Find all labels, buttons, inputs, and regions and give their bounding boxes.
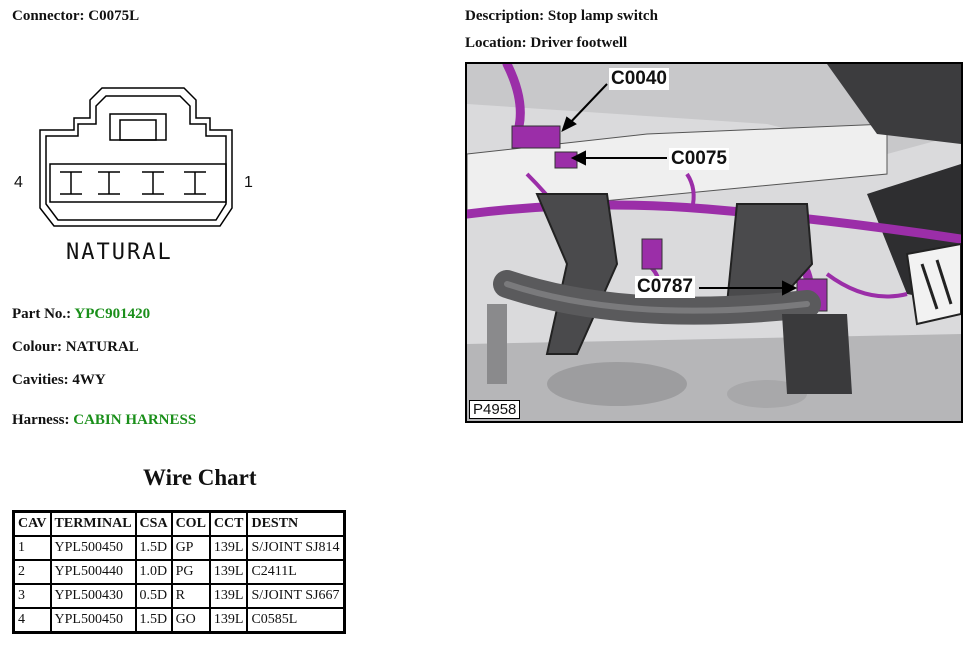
cell-terminal: YPL500430: [49, 583, 137, 609]
connector-diagram: 4 1 NATURAL: [12, 80, 253, 280]
callout-c0040: C0040: [609, 68, 669, 90]
description-value: Stop lamp switch: [547, 8, 658, 24]
cell-terminal: YPL500450: [49, 607, 137, 634]
cell-csa: 1.5D: [134, 535, 173, 561]
cell-destn: S/JOINT SJ814: [246, 535, 346, 561]
table-row: 2 YPL500440 1.0D PG 139L C2411L: [12, 559, 346, 585]
harness-field: Harness: CABIN HARNESS: [12, 412, 196, 429]
table-row: 1 YPL500450 1.5D GP 139L S/JOINT SJ814: [12, 535, 346, 561]
connector-label: Connector:: [12, 8, 85, 24]
header-cav: CAV: [12, 510, 52, 537]
connector-field: Connector: C0075L: [12, 8, 139, 25]
cell-cav: 4: [12, 607, 52, 634]
cavities-label: Cavities:: [12, 372, 69, 388]
photo-reference: P4958: [469, 400, 521, 419]
cell-cct: 139L: [208, 583, 249, 609]
cavities-field: Cavities: 4WY: [12, 372, 106, 389]
description-label: Description:: [465, 8, 545, 24]
cell-col: GO: [170, 607, 211, 634]
wire-chart-header-row: CAV TERMINAL CSA COL CCT DESTN: [12, 510, 346, 537]
colour-value: NATURAL: [65, 339, 139, 355]
cell-destn: S/JOINT SJ667: [246, 583, 346, 609]
footwell-illustration: [467, 64, 961, 421]
header-col: COL: [170, 510, 211, 537]
cavities-value: 4WY: [72, 372, 106, 388]
cell-destn: C0585L: [246, 607, 346, 634]
colour-label: Colour:: [12, 339, 62, 355]
callout-c0787: C0787: [635, 276, 695, 298]
location-field: Location: Driver footwell: [465, 35, 627, 52]
colour-field: Colour: NATURAL: [12, 339, 139, 356]
cell-cct: 139L: [208, 559, 249, 585]
cell-cct: 139L: [208, 535, 249, 561]
connector-face-drawing: [39, 87, 233, 227]
connector-color-text: NATURAL: [66, 240, 173, 265]
harness-label: Harness:: [12, 412, 70, 428]
part-no-value[interactable]: YPC901420: [74, 306, 151, 322]
header-csa: CSA: [134, 510, 173, 537]
location-illustration: C0040 C0075 C0787 P4958: [465, 62, 963, 423]
callout-c0075: C0075: [669, 148, 729, 170]
cell-col: PG: [170, 559, 211, 585]
cell-terminal: YPL500440: [49, 559, 137, 585]
description-field: Description: Stop lamp switch: [465, 8, 658, 25]
header-destn: DESTN: [246, 510, 346, 537]
table-row: 3 YPL500430 0.5D R 139L S/JOINT SJ667: [12, 583, 346, 609]
part-no-label: Part No.:: [12, 306, 72, 322]
cell-csa: 0.5D: [134, 583, 173, 609]
pin-4-label: 4: [14, 174, 23, 191]
location-value: Driver footwell: [530, 35, 628, 51]
cell-col: GP: [170, 535, 211, 561]
harness-value[interactable]: CABIN HARNESS: [73, 412, 197, 428]
table-row: 4 YPL500450 1.5D GO 139L C0585L: [12, 607, 346, 634]
pin-1-label: 1: [244, 174, 253, 191]
cell-cav: 2: [12, 559, 52, 585]
cell-col: R: [170, 583, 211, 609]
connector-value: C0075L: [88, 8, 140, 24]
part-no-field: Part No.: YPC901420: [12, 306, 150, 323]
wire-chart-title: Wire Chart: [143, 465, 257, 490]
cell-csa: 1.5D: [134, 607, 173, 634]
cell-cct: 139L: [208, 607, 249, 634]
cell-csa: 1.0D: [134, 559, 173, 585]
cell-cav: 1: [12, 535, 52, 561]
wire-chart-table: CAV TERMINAL CSA COL CCT DESTN 1 YPL5004…: [12, 510, 346, 634]
cell-cav: 3: [12, 583, 52, 609]
cell-destn: C2411L: [246, 559, 346, 585]
location-label: Location:: [465, 35, 527, 51]
header-terminal: TERMINAL: [49, 510, 137, 537]
cell-terminal: YPL500450: [49, 535, 137, 561]
header-cct: CCT: [208, 510, 249, 537]
